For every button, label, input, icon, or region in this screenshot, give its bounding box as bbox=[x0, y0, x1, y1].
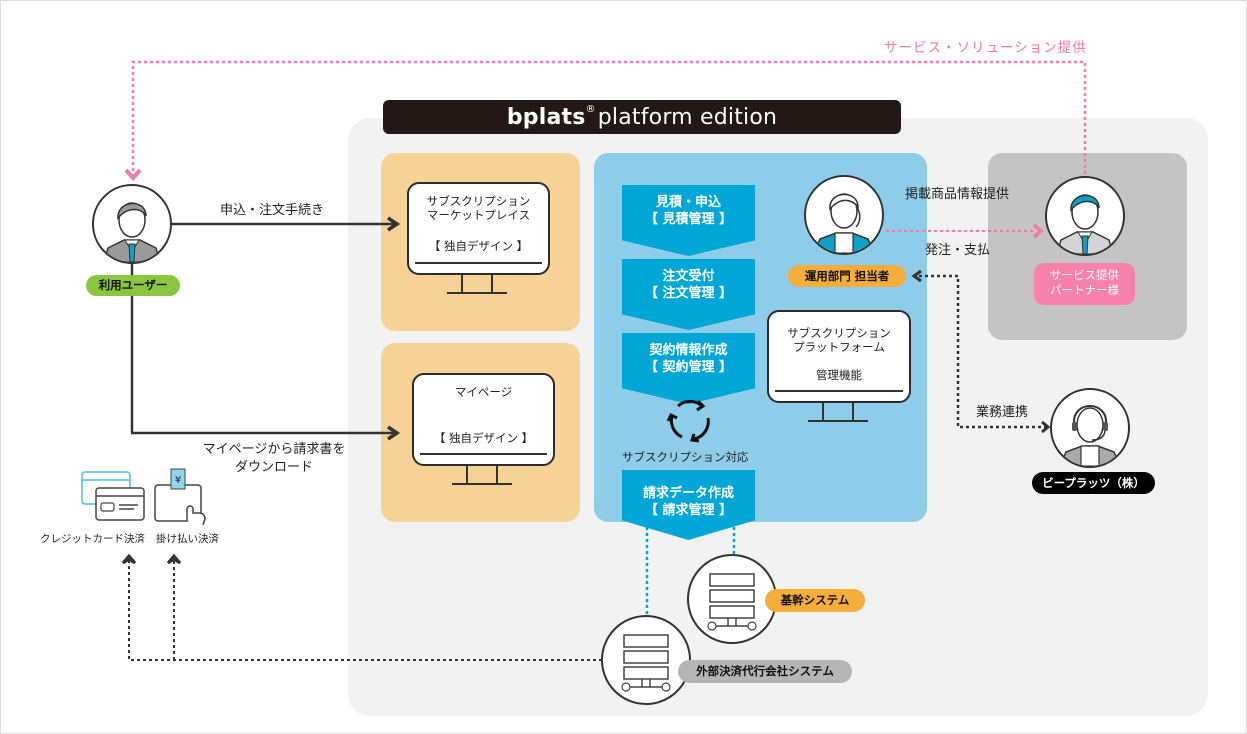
step-subtitle: 【 見積管理 】 bbox=[644, 212, 733, 227]
order-flow-label: 発注・支払 bbox=[925, 243, 991, 258]
marketplace-monitor: サブスクリプション マーケットプレイス 【 独自デザイン 】 bbox=[407, 182, 550, 275]
businessman-icon bbox=[103, 202, 161, 262]
mypage-flow-label: マイページから請求書を ダウンロード bbox=[193, 441, 355, 477]
apply-flow-label: 申込・注文手続き bbox=[220, 203, 325, 218]
platform-line1: サブスクリプション bbox=[787, 326, 891, 340]
step-subtitle: 【 契約管理 】 bbox=[644, 360, 733, 375]
screen-divider bbox=[420, 453, 547, 455]
businesswoman-icon bbox=[813, 193, 875, 253]
registered-mark: ® bbox=[585, 103, 596, 115]
payment-credit-line bbox=[128, 560, 602, 661]
business-link-label: 業務連携 bbox=[976, 405, 1029, 420]
partner-badge-line1: サービス提供 bbox=[1050, 268, 1119, 282]
step-subtitle: 【 注文管理 】 bbox=[644, 286, 733, 301]
step-title: 契約情報作成 bbox=[649, 343, 728, 358]
partner-badge: サービス提供 パートナー様 bbox=[1034, 263, 1135, 305]
step-title: 請求データ作成 bbox=[642, 486, 734, 501]
process-step-order: 注文受付 【 注文管理 】 bbox=[622, 259, 755, 330]
mypage-line2: 【 独自デザイン 】 bbox=[433, 431, 534, 445]
order-flow-arrowhead bbox=[1032, 223, 1044, 239]
business-link-line bbox=[916, 274, 1047, 429]
invoice-payment-icon: ¥ bbox=[153, 465, 209, 531]
platform-line3: 管理機能 bbox=[816, 368, 862, 382]
screen-divider bbox=[415, 262, 542, 264]
cycle-label: サブスクリプション対応 bbox=[622, 450, 749, 464]
service-flow-label: サービス・ソリューション提供 bbox=[884, 40, 1087, 56]
process-step-estimate: 見積・申込 【 見積管理 】 bbox=[622, 185, 755, 256]
credit-arrowhead bbox=[121, 553, 137, 565]
business-link-arrowhead-right bbox=[1041, 420, 1051, 434]
mypage-monitor: マイページ 【 独自デザイン 】 bbox=[412, 373, 555, 466]
credit-card-icon bbox=[80, 468, 146, 528]
user-badge: 利用ユーザー bbox=[86, 275, 180, 296]
step-title: 注文受付 bbox=[662, 269, 715, 284]
apply-flow-arrowhead bbox=[387, 216, 401, 232]
brand-name: bplats bbox=[506, 104, 586, 130]
operator-badge: 運用部門 担当者 bbox=[788, 265, 906, 287]
mypage-flow-label-line1: マイページから請求書を bbox=[202, 442, 346, 457]
core-system-badge: 基幹システム bbox=[765, 589, 865, 612]
screen-divider bbox=[775, 390, 903, 392]
mypage-line1: マイページ bbox=[454, 385, 513, 399]
external-system-server bbox=[601, 615, 691, 705]
info-flow-label: 掲載商品情報提供 bbox=[905, 187, 1010, 202]
business-link-arrowhead-left bbox=[911, 269, 922, 283]
core-system-server bbox=[687, 554, 777, 644]
mypage-flow-label-line2: ダウンロード bbox=[234, 460, 313, 475]
service-flow-arrowhead bbox=[124, 168, 142, 182]
marketplace-line1: サブスクリプション bbox=[426, 194, 531, 208]
headset-operator-icon bbox=[1059, 405, 1121, 466]
operator-avatar bbox=[804, 175, 884, 255]
server-rack-icon bbox=[707, 573, 757, 631]
invoice-payment-label: 掛け払い決済 bbox=[156, 533, 219, 545]
businessman-icon bbox=[1056, 194, 1114, 254]
step-title: 見積・申込 bbox=[655, 195, 721, 210]
platform-line2: プラットフォーム bbox=[793, 340, 885, 354]
partner-badge-line2: パートナー様 bbox=[1050, 283, 1119, 297]
platform-monitor: サブスクリプション プラットフォーム 管理機能 bbox=[767, 310, 911, 403]
mypage-flow-arrowhead bbox=[387, 425, 401, 441]
bplats-company-badge: ビープラッツ（株） bbox=[1032, 472, 1155, 494]
service-flow-line bbox=[131, 60, 1087, 180]
platform-title-bar: bplats®platform edition bbox=[383, 100, 901, 134]
marketplace-line2: マーケットプレイス bbox=[426, 208, 531, 222]
external-system-badge: 外部決済代行会社システム bbox=[678, 660, 852, 683]
step-subtitle: 【 請求管理 】 bbox=[644, 503, 733, 518]
bplats-support-avatar bbox=[1050, 388, 1130, 468]
partner-avatar bbox=[1045, 176, 1125, 256]
user-avatar bbox=[92, 184, 172, 264]
server-rack-icon bbox=[621, 634, 671, 692]
edition-name: platform edition bbox=[597, 104, 778, 130]
invoice-arrowhead bbox=[166, 553, 182, 565]
cycle-icon bbox=[664, 394, 714, 448]
svg-text:¥: ¥ bbox=[175, 475, 181, 486]
process-step-contract: 契約情報作成 【 契約管理 】 bbox=[622, 333, 755, 404]
credit-card-label: クレジットカード決済 bbox=[40, 533, 145, 545]
marketplace-line3: 【 独自デザイン 】 bbox=[428, 239, 529, 253]
